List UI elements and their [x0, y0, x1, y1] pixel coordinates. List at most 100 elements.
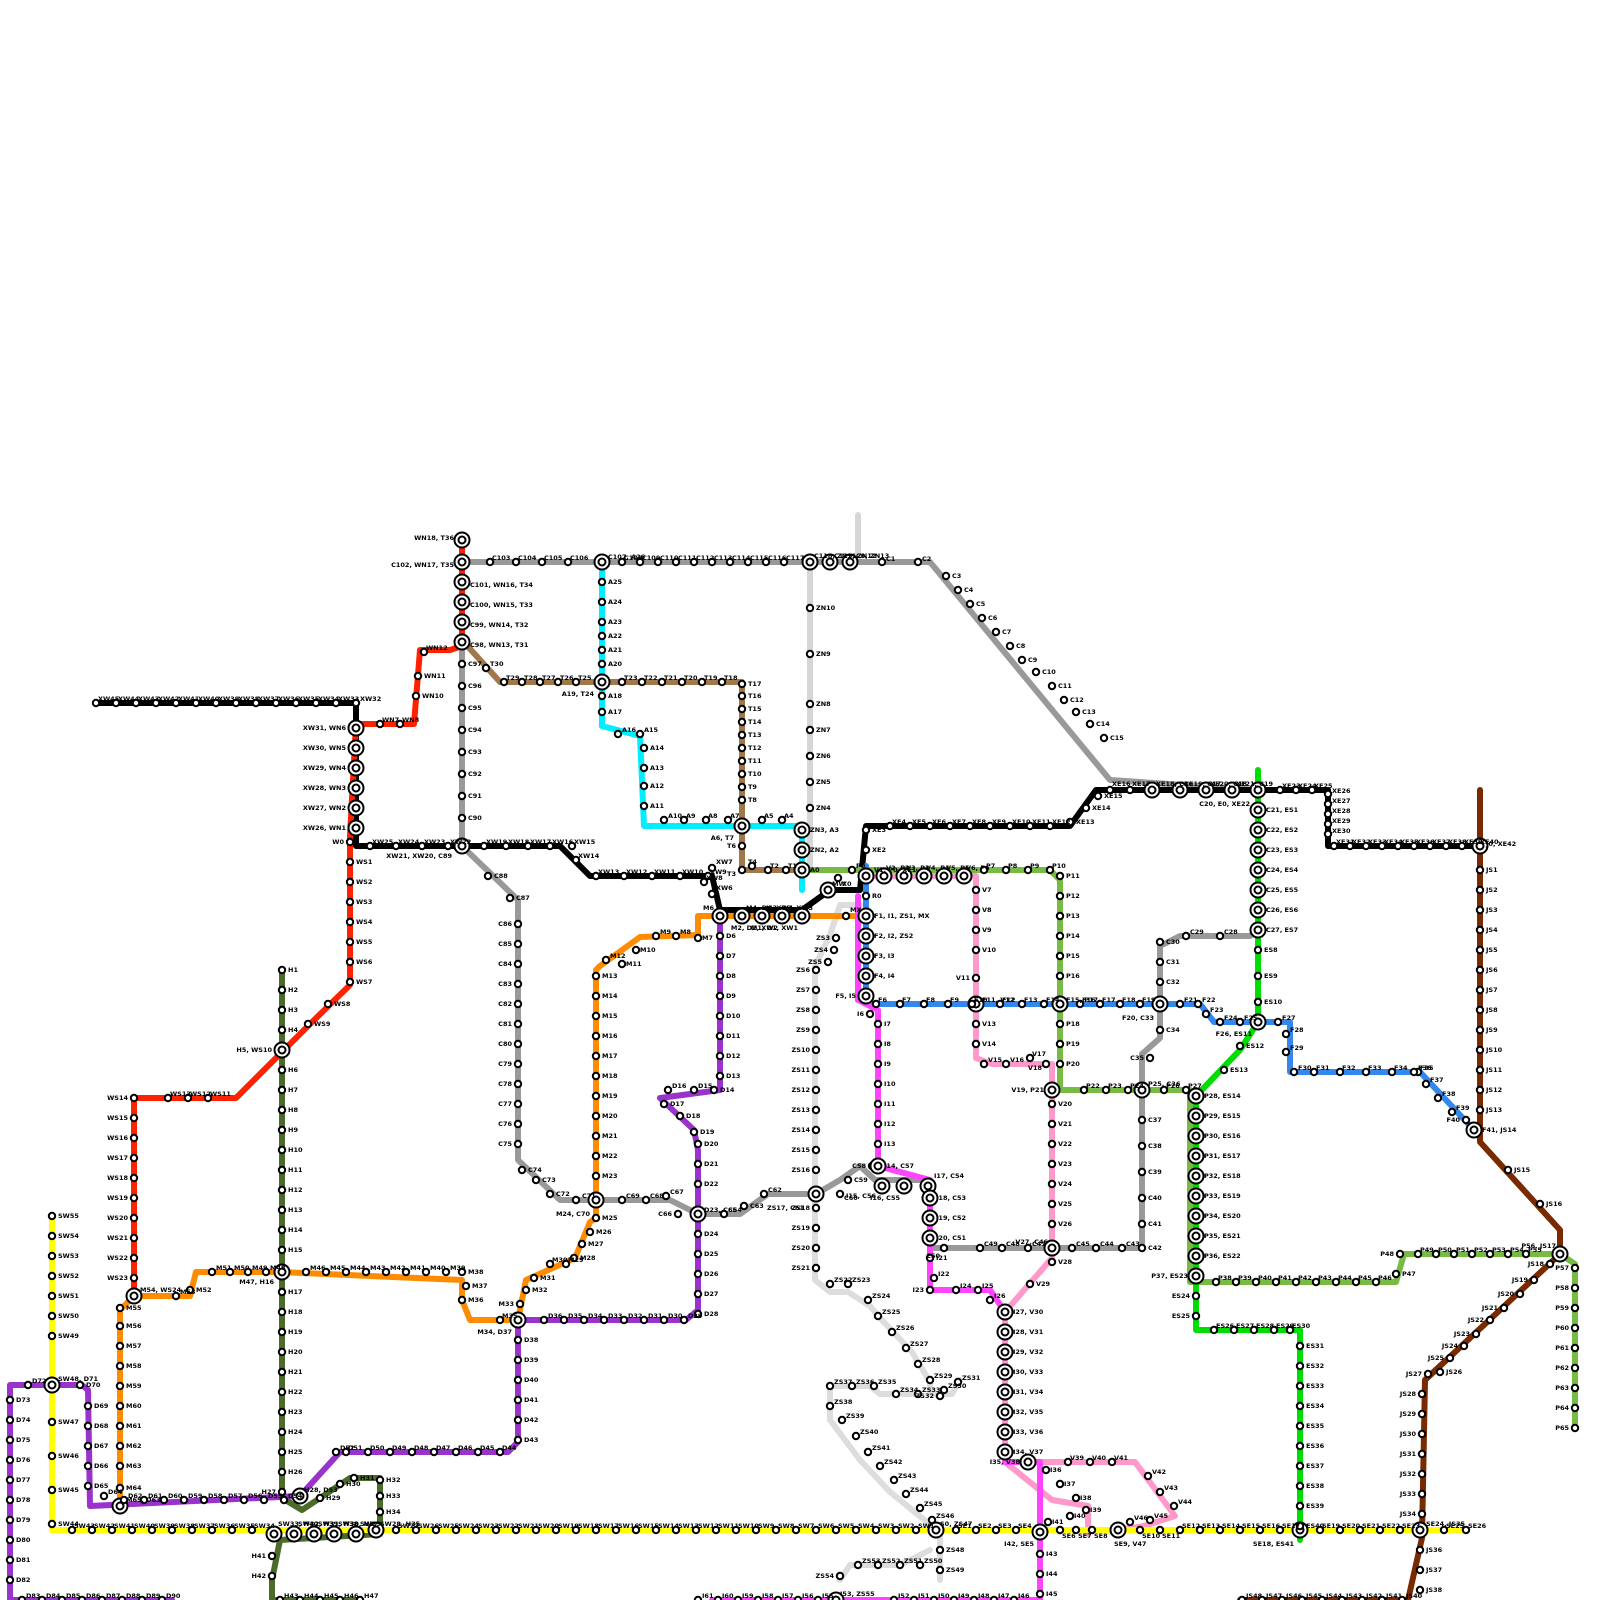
station-marker-f40[interactable]	[1463, 1117, 1469, 1123]
station-marker-js27[interactable]	[1425, 1371, 1431, 1377]
station-marker-a17[interactable]	[599, 709, 605, 715]
station-marker-h10[interactable]	[279, 1147, 285, 1153]
station-marker-c62[interactable]	[761, 1191, 767, 1197]
station-marker-h18[interactable]	[279, 1309, 285, 1315]
station-marker-v28[interactable]	[1049, 1259, 1055, 1265]
station-marker-i45[interactable]	[1037, 1591, 1043, 1597]
station-marker-zn4[interactable]	[807, 805, 813, 811]
station-marker-p57[interactable]	[1572, 1265, 1578, 1271]
station-marker-js3[interactable]	[1477, 907, 1483, 913]
station-marker-h2[interactable]	[279, 987, 285, 993]
station-marker-c74[interactable]	[519, 1167, 525, 1173]
station-marker-v14[interactable]	[973, 1041, 979, 1047]
station-marker-c10[interactable]	[1033, 669, 1039, 675]
station-marker-c28[interactable]	[1217, 933, 1223, 939]
station-marker-t10[interactable]	[739, 771, 745, 777]
station-marker-c86[interactable]	[515, 921, 521, 927]
station-marker-d18[interactable]	[677, 1113, 683, 1119]
station-marker-f28[interactable]	[1283, 1031, 1289, 1037]
station-marker-zn7[interactable]	[807, 727, 813, 733]
station-marker-f38[interactable]	[1435, 1095, 1441, 1101]
station-marker-js37[interactable]	[1417, 1567, 1423, 1573]
station-marker-h9[interactable]	[279, 1127, 285, 1133]
station-marker-f39[interactable]	[1449, 1109, 1455, 1115]
station-marker-c97[interactable]	[459, 661, 465, 667]
station-marker-h30[interactable]	[337, 1481, 343, 1487]
station-marker-i43[interactable]	[1037, 1551, 1043, 1557]
station-marker-zs5[interactable]	[825, 959, 831, 965]
station-marker-js22[interactable]	[1487, 1317, 1493, 1323]
station-marker-d21[interactable]	[695, 1161, 701, 1167]
station-marker-js34[interactable]	[1419, 1511, 1425, 1517]
station-marker-es36[interactable]	[1297, 1443, 1303, 1449]
station-marker-js8[interactable]	[1477, 1007, 1483, 1013]
station-marker-m27[interactable]	[579, 1241, 585, 1247]
station-marker-m14[interactable]	[593, 993, 599, 999]
station-marker-v29[interactable]	[1027, 1281, 1033, 1287]
station-marker-h13[interactable]	[279, 1207, 285, 1213]
station-marker-c84[interactable]	[515, 961, 521, 967]
station-marker-js25[interactable]	[1447, 1355, 1453, 1361]
station-marker-c45[interactable]	[1069, 1245, 1075, 1251]
station-marker-d7[interactable]	[717, 953, 723, 959]
station-marker-m59[interactable]	[117, 1383, 123, 1389]
station-marker-d80[interactable]	[7, 1537, 13, 1543]
station-marker-zs45[interactable]	[917, 1505, 923, 1511]
station-marker-ws9[interactable]	[305, 1021, 311, 1027]
station-marker-p65[interactable]	[1572, 1425, 1578, 1431]
station-marker-d75[interactable]	[7, 1437, 13, 1443]
station-marker-c76[interactable]	[515, 1121, 521, 1127]
station-marker-zs14[interactable]	[813, 1127, 819, 1133]
station-marker-p11[interactable]	[1057, 873, 1063, 879]
station-marker-c14[interactable]	[1087, 721, 1093, 727]
station-marker-xe30[interactable]	[1325, 831, 1331, 837]
station-marker-v7[interactable]	[973, 887, 979, 893]
station-marker-t9[interactable]	[739, 784, 745, 790]
station-marker-js28[interactable]	[1419, 1391, 1425, 1397]
station-marker-ws8[interactable]	[325, 1001, 331, 1007]
station-marker-p14[interactable]	[1057, 933, 1063, 939]
station-marker-zs10[interactable]	[813, 1047, 819, 1053]
station-marker-d20[interactable]	[695, 1141, 701, 1147]
station-marker-js33[interactable]	[1419, 1491, 1425, 1497]
station-marker-d36[interactable]	[541, 1317, 547, 1323]
station-marker-c44[interactable]	[1093, 1245, 1099, 1251]
station-marker-m11[interactable]	[619, 961, 625, 967]
station-marker-d42[interactable]	[515, 1417, 521, 1423]
station-marker-p13[interactable]	[1057, 913, 1063, 919]
station-marker-js36[interactable]	[1417, 1547, 1423, 1553]
station-marker-f27[interactable]	[1275, 1019, 1281, 1025]
station-marker-d9[interactable]	[717, 993, 723, 999]
station-marker-h24[interactable]	[279, 1429, 285, 1435]
station-marker-h25[interactable]	[279, 1449, 285, 1455]
station-marker-zs37[interactable]	[827, 1383, 833, 1389]
station-marker-p62[interactable]	[1572, 1365, 1578, 1371]
station-marker-t15[interactable]	[739, 706, 745, 712]
station-marker-zs49[interactable]	[937, 1567, 943, 1573]
station-marker-es31[interactable]	[1297, 1343, 1303, 1349]
station-marker-zs34[interactable]	[893, 1391, 899, 1397]
station-marker-m60[interactable]	[117, 1403, 123, 1409]
station-marker-i13[interactable]	[875, 1141, 881, 1147]
station-marker-i23[interactable]	[927, 1287, 933, 1293]
station-marker-mx[interactable]	[843, 913, 849, 919]
station-marker-ws7[interactable]	[347, 979, 353, 985]
station-marker-xe15[interactable]	[1095, 793, 1101, 799]
station-marker-c77[interactable]	[515, 1101, 521, 1107]
station-marker-v10[interactable]	[973, 947, 979, 953]
station-marker-js19[interactable]	[1531, 1277, 1537, 1283]
station-marker-js7[interactable]	[1477, 987, 1483, 993]
station-marker-d12[interactable]	[717, 1053, 723, 1059]
station-marker-wn11[interactable]	[415, 673, 421, 679]
station-marker-zn10[interactable]	[807, 605, 813, 611]
station-marker-m18[interactable]	[593, 1073, 599, 1079]
station-marker-a14[interactable]	[641, 745, 647, 751]
station-marker-es24[interactable]	[1193, 1293, 1199, 1299]
station-marker-i9[interactable]	[875, 1061, 881, 1067]
station-marker-t17[interactable]	[739, 681, 745, 687]
station-marker-v43[interactable]	[1157, 1489, 1163, 1495]
station-marker-zs54[interactable]	[837, 1573, 843, 1579]
station-marker-c68[interactable]	[643, 1197, 649, 1203]
station-marker-a18[interactable]	[599, 693, 605, 699]
station-marker-c2[interactable]	[915, 559, 921, 565]
